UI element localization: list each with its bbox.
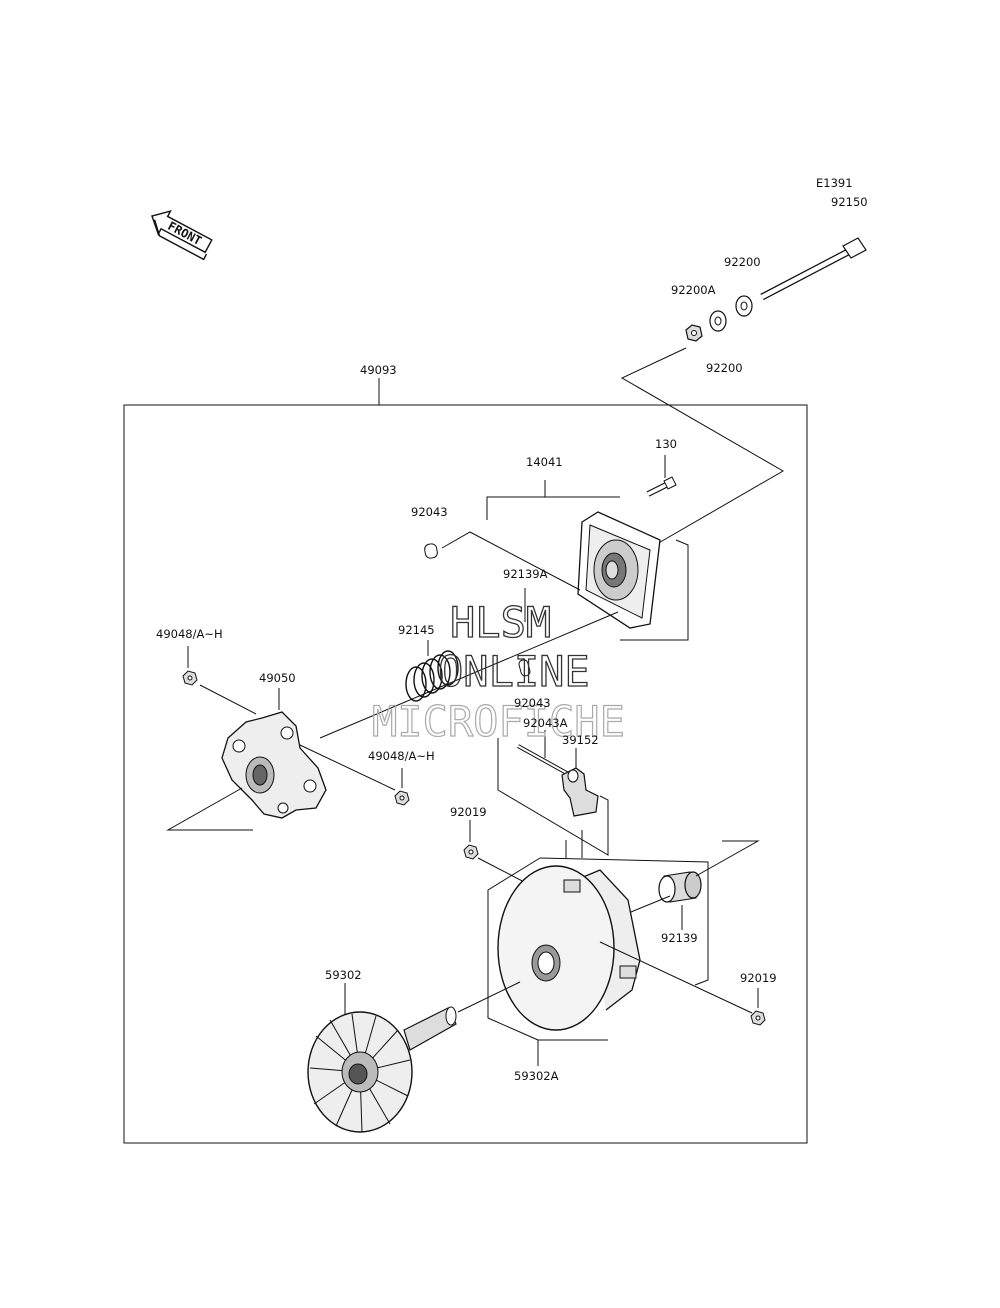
watermark: HLSM ONLINE MICROFICHE [371,597,625,746]
label-92200-bottom: 92200 [706,361,743,375]
pin-92043-top [424,543,438,559]
watermark-line2: ONLINE [438,647,590,696]
bushing-92139 [658,871,702,903]
assembly-frame [123,404,808,1144]
label-49050: 49050 [259,671,296,685]
washer-92200-bottom [709,310,727,332]
part-labels: 92150 92200 92200A 92200 49093 130 14041… [156,195,868,1083]
label-92043-mid: 92043 [514,696,551,710]
label-92139: 92139 [661,931,698,945]
spider-49050 [221,711,327,819]
washer-92200-top [735,295,753,317]
sheave-59302a [497,865,641,1031]
front-label: FRONT [165,219,203,248]
pin-92043a [517,744,573,778]
sheave-59302 [307,1006,457,1133]
label-49048-right: 49048/A~H [368,749,435,763]
label-59302: 59302 [325,968,362,982]
bolt-130 [646,476,677,497]
label-49093: 49093 [360,363,397,377]
nut-49048-left [182,670,198,686]
label-130: 130 [655,437,677,451]
label-92043a: 92043A [523,716,568,730]
weight-39152 [561,767,599,817]
nut-92200a [685,324,703,342]
label-92019-left: 92019 [450,805,487,819]
label-92043-top: 92043 [411,505,448,519]
label-92150: 92150 [831,195,868,209]
label-39152: 39152 [562,733,599,747]
label-92145: 92145 [398,623,435,637]
diagram-code: E1391 [816,176,853,190]
label-92200a: 92200A [671,283,716,297]
nut-92019-right [750,1010,766,1026]
watermark-line1: HLSM [450,598,551,647]
bolt-92150 [760,237,867,301]
label-92139a: 92139A [503,567,548,581]
label-92200-top: 92200 [724,255,761,269]
label-49048-left: 49048/A~H [156,627,223,641]
label-14041: 14041 [526,455,563,469]
label-92019-right: 92019 [740,971,777,985]
spring-92145 [405,650,459,702]
pin-92043-mid [518,659,531,677]
nut-49048-right [394,790,410,806]
plate-14041 [577,511,661,629]
nut-92019-left [463,844,479,860]
label-59302a: 59302A [514,1069,559,1083]
front-arrow-icon: FRONT [151,210,213,261]
watermark-line3: MICROFICHE [372,697,625,746]
